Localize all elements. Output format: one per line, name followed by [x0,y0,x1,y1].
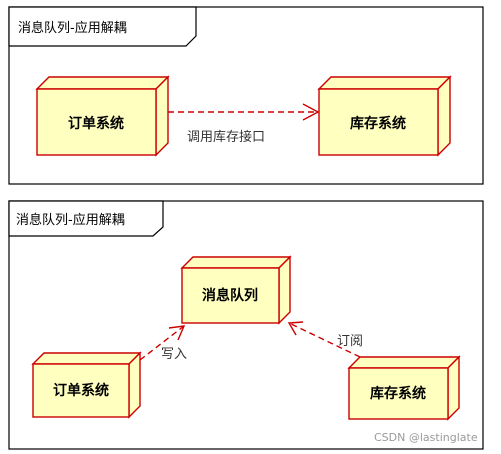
diagram-1: 消息队列-应用解耦 订单系统 库存系统 调用库存接口 [8,6,484,185]
diagram-2-title: 消息队列-应用解耦 [16,212,125,228]
node-inventory-system-1[interactable]: 库存系统 [317,75,452,157]
node-inventory-system-2-label: 库存系统 [370,385,426,402]
edge-subscribe [287,321,361,358]
edge-subscribe-label: 订阅 [337,334,363,349]
diagram-2: 消息队列-应用解耦 消息队列 订单系统 库存系统 写入 [8,200,484,450]
node-order-system-2-label: 订单系统 [53,382,109,399]
diagram-1-title-tab [8,6,197,47]
watermark: CSDN @lastinglate [374,431,478,444]
node-inventory-system-1-label: 库存系统 [350,115,406,132]
node-inventory-system-2[interactable]: 库存系统 [347,355,461,421]
diagram-2-title-tab [8,200,164,237]
edge-write [139,325,186,361]
node-order-system-1[interactable]: 订单系统 [35,75,170,157]
node-message-queue[interactable]: 消息队列 [180,255,292,325]
diagram-1-title: 消息队列-应用解耦 [18,20,127,36]
edge-call-inventory-label: 调用库存接口 [187,129,265,145]
node-order-system-2[interactable]: 订单系统 [31,351,142,419]
edge-call-inventory [168,103,320,121]
edge-write-label: 写入 [161,347,187,362]
node-order-system-1-label: 订单系统 [68,115,124,132]
node-message-queue-label: 消息队列 [202,287,258,304]
